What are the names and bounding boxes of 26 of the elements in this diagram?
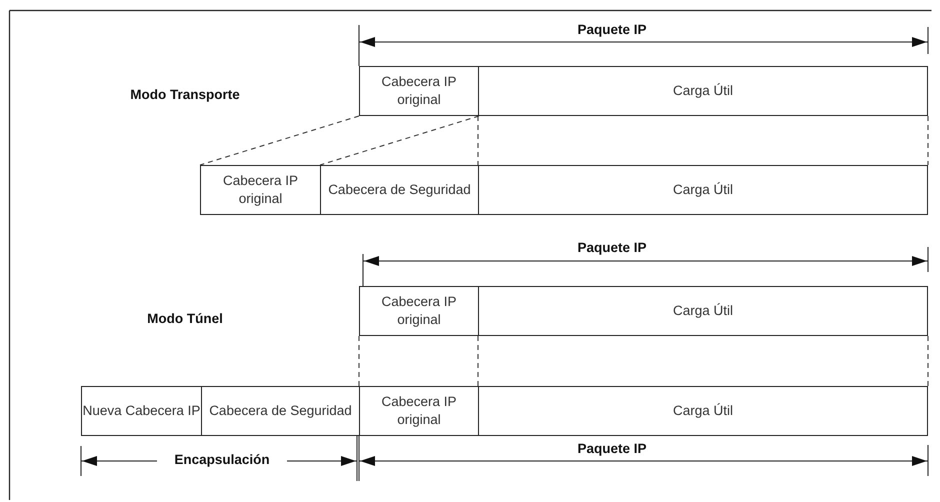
packet-field [359,66,479,116]
field-label: Cabecera IP original [380,293,458,329]
dashed-connector [320,116,480,166]
field-label: Carga Útil [672,302,734,320]
field-label: Cabecera de Seguridad [328,181,471,199]
packet-field [81,386,202,436]
label-text: Encapsulación [157,452,287,468]
packet-field [359,286,479,336]
field-label: Cabecera de Seguridad [209,402,352,420]
packet-field [320,165,479,215]
packet-field [359,386,479,436]
packet-field [478,165,928,215]
dashed-connector [358,336,360,386]
packet-field [478,286,928,336]
dashed-connector [200,116,360,166]
packet-field [201,386,360,436]
field-label: Cabecera IP original [222,172,300,208]
field-label: Carga Útil [672,402,734,420]
field-label: Carga Útil [672,181,734,199]
packet-field [478,66,928,116]
field-label: Cabecera IP original [380,73,458,109]
field-label: Nueva Cabecera IP [82,402,200,420]
field-label: Cabecera IP original [380,393,458,429]
packet-field [478,386,928,436]
field-label: Carga Útil [672,82,734,100]
packet-field [200,165,321,215]
